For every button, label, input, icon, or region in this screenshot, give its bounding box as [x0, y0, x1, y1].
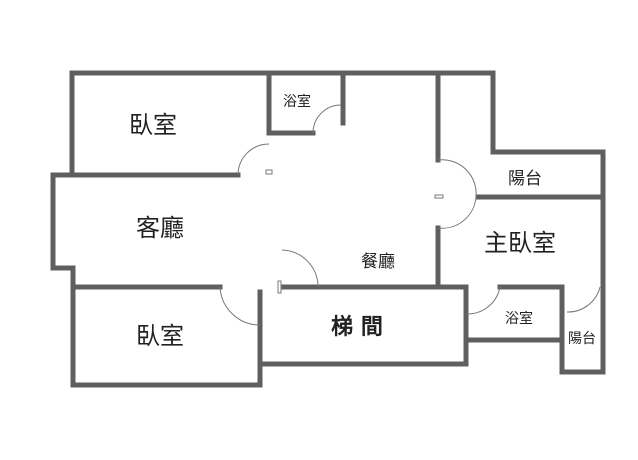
room-label-bath-right: 浴室: [505, 310, 533, 327]
room-label-dining: 餐廳: [361, 252, 395, 272]
room-label-bedroom-bottom: 臥室: [136, 322, 184, 350]
room-label-balcony-top: 陽台: [508, 169, 542, 189]
room-label-bedroom-top: 臥室: [129, 111, 177, 139]
room-labels: 臥室 浴室 客廳 餐廳 梯 間 陽台 主臥室 浴室 陽台 臥室: [129, 93, 596, 350]
room-label-living: 客廳: [136, 214, 184, 242]
doors: [219, 104, 601, 326]
room-label-master-bedroom: 主臥室: [484, 229, 556, 257]
walls: [50, 70, 606, 388]
room-label-stair: 梯 間: [331, 314, 383, 340]
room-label-balcony-right: 陽台: [568, 331, 596, 347]
room-label-bath-top: 浴室: [283, 93, 311, 110]
